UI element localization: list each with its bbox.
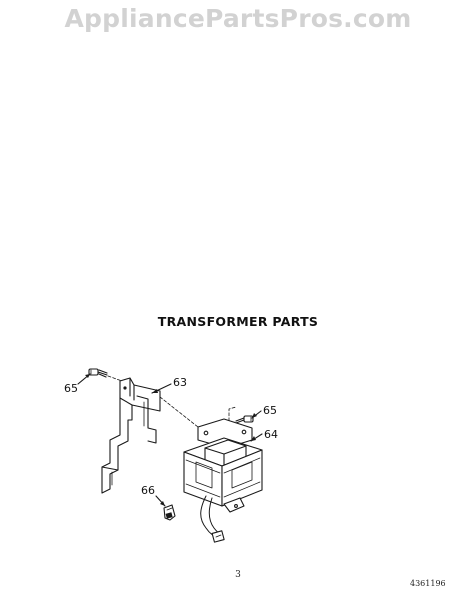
callout-screw-left: 65 <box>64 382 78 395</box>
dash-bracket-transformer <box>159 396 199 428</box>
page-number: 3 <box>235 570 241 580</box>
callout-transformer: 64 <box>264 428 278 441</box>
wire-clip <box>163 504 176 521</box>
dash-screw-left <box>107 375 123 382</box>
watermark: AppliancePartsPros.com <box>64 4 412 33</box>
callout-bracket: 63 <box>173 376 187 389</box>
document-number: 4361196 <box>410 579 446 588</box>
callout-screw-right: 65 <box>263 404 277 417</box>
screw-right <box>235 415 254 424</box>
section-title: TRANSFORMER PARTS <box>157 314 319 329</box>
screw-left <box>88 368 108 378</box>
transformer <box>183 418 263 543</box>
callout-clip: 66 <box>141 484 155 497</box>
mounting-bracket <box>101 377 161 494</box>
